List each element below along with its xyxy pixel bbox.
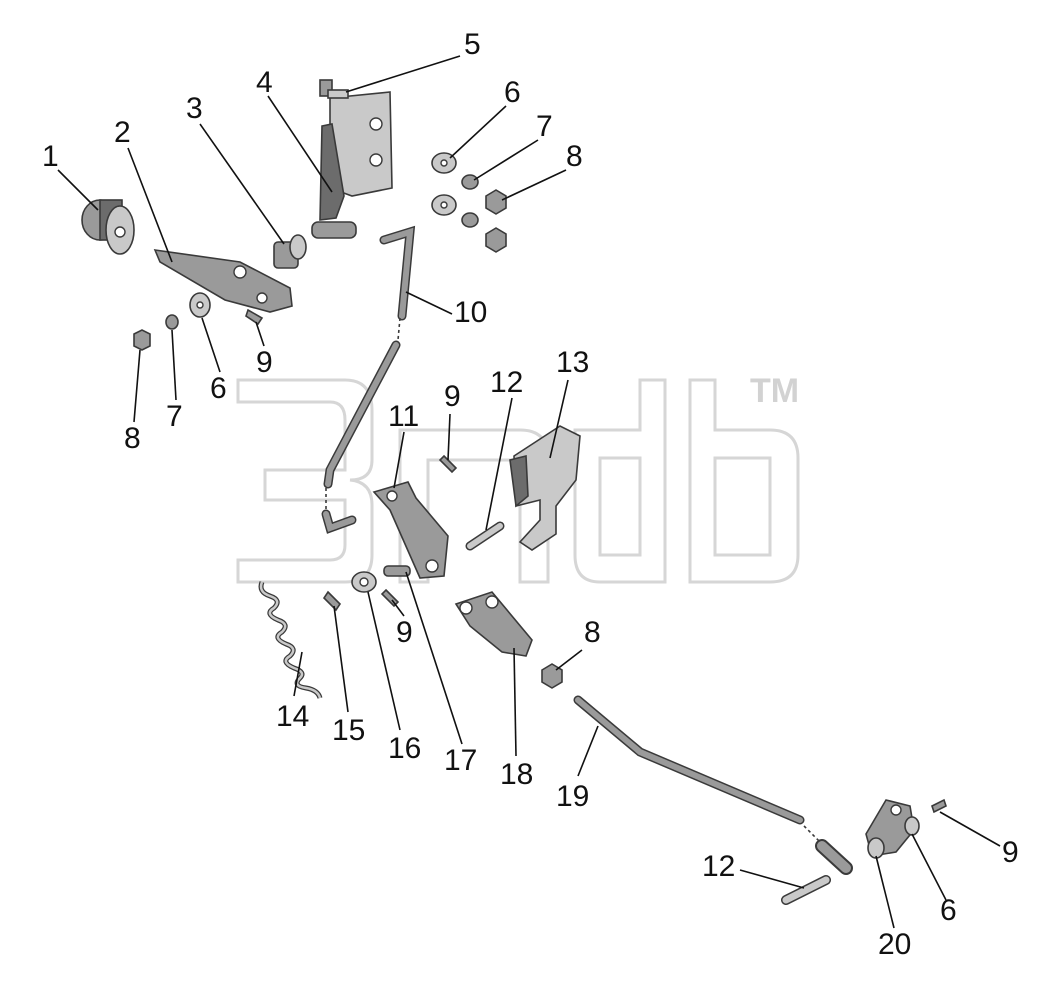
callout-13: 13 xyxy=(556,346,589,379)
part-lock-washer-left xyxy=(165,314,179,330)
callout-10: 10 xyxy=(454,296,487,329)
callout-20: 20 xyxy=(878,928,911,961)
callout-7-left: 7 xyxy=(166,400,183,433)
part-sleeve xyxy=(273,234,307,269)
callout-6-left: 6 xyxy=(210,372,227,405)
callout-8-lower: 8 xyxy=(584,616,601,649)
part-washer-16 xyxy=(351,571,377,593)
part-lock-washer-top xyxy=(461,174,479,228)
callout-4: 4 xyxy=(256,66,273,99)
part-angle-bracket xyxy=(509,425,581,551)
callout-5: 5 xyxy=(464,28,481,61)
part-cotter-pin-bottom xyxy=(931,798,947,814)
callout-12-bottom: 12 xyxy=(702,850,735,883)
callout-3: 3 xyxy=(186,92,203,125)
watermark-logo xyxy=(236,378,800,584)
part-spring xyxy=(258,581,323,699)
part-bushing xyxy=(81,199,135,255)
callout-1: 1 xyxy=(42,140,59,173)
callout-6-bottom: 6 xyxy=(940,894,957,927)
part-lever-plate xyxy=(372,481,449,579)
part-pin-12 xyxy=(465,521,505,551)
callout-2: 2 xyxy=(114,116,131,149)
callout-19: 19 xyxy=(556,780,589,813)
part-yoke xyxy=(865,799,920,859)
part-bracket xyxy=(311,91,393,239)
callout-9-top: 9 xyxy=(256,346,273,379)
part-lever xyxy=(153,249,293,313)
part-nut-left xyxy=(133,329,151,351)
callout-8: 8 xyxy=(566,140,583,173)
part-bolt xyxy=(319,79,349,99)
callout-12: 12 xyxy=(490,366,523,399)
callout-9-mid: 9 xyxy=(444,380,461,413)
callout-15: 15 xyxy=(332,714,365,747)
callout-9-bottom: 9 xyxy=(1002,836,1019,869)
callout-7: 7 xyxy=(536,110,553,143)
callout-18: 18 xyxy=(500,758,533,791)
part-pin-17 xyxy=(383,565,411,577)
part-cotter-pin-15 xyxy=(322,590,342,612)
part-rod-19 xyxy=(573,695,853,875)
callout-8-left: 8 xyxy=(124,422,141,455)
callout-16: 16 xyxy=(388,732,421,765)
part-pin-12-bottom xyxy=(781,875,831,905)
part-clevis-fork xyxy=(454,591,533,657)
part-washer-top xyxy=(431,152,457,216)
part-nut-top xyxy=(485,189,507,253)
callout-labels: 1 2 3 4 5 6 7 8 6 7 8 9 10 9 11 12 13 14… xyxy=(42,28,1019,961)
part-cotter-pin-top xyxy=(245,308,264,326)
callout-17: 17 xyxy=(444,744,477,777)
part-washer-left xyxy=(189,292,211,318)
watermark-trademark: TM xyxy=(750,372,799,410)
callout-6: 6 xyxy=(504,76,521,109)
callout-9-lower: 9 xyxy=(396,616,413,649)
part-rod-10 xyxy=(321,225,416,534)
leader-lines xyxy=(57,55,1001,929)
callout-11: 11 xyxy=(388,400,419,433)
callout-14: 14 xyxy=(276,700,309,733)
